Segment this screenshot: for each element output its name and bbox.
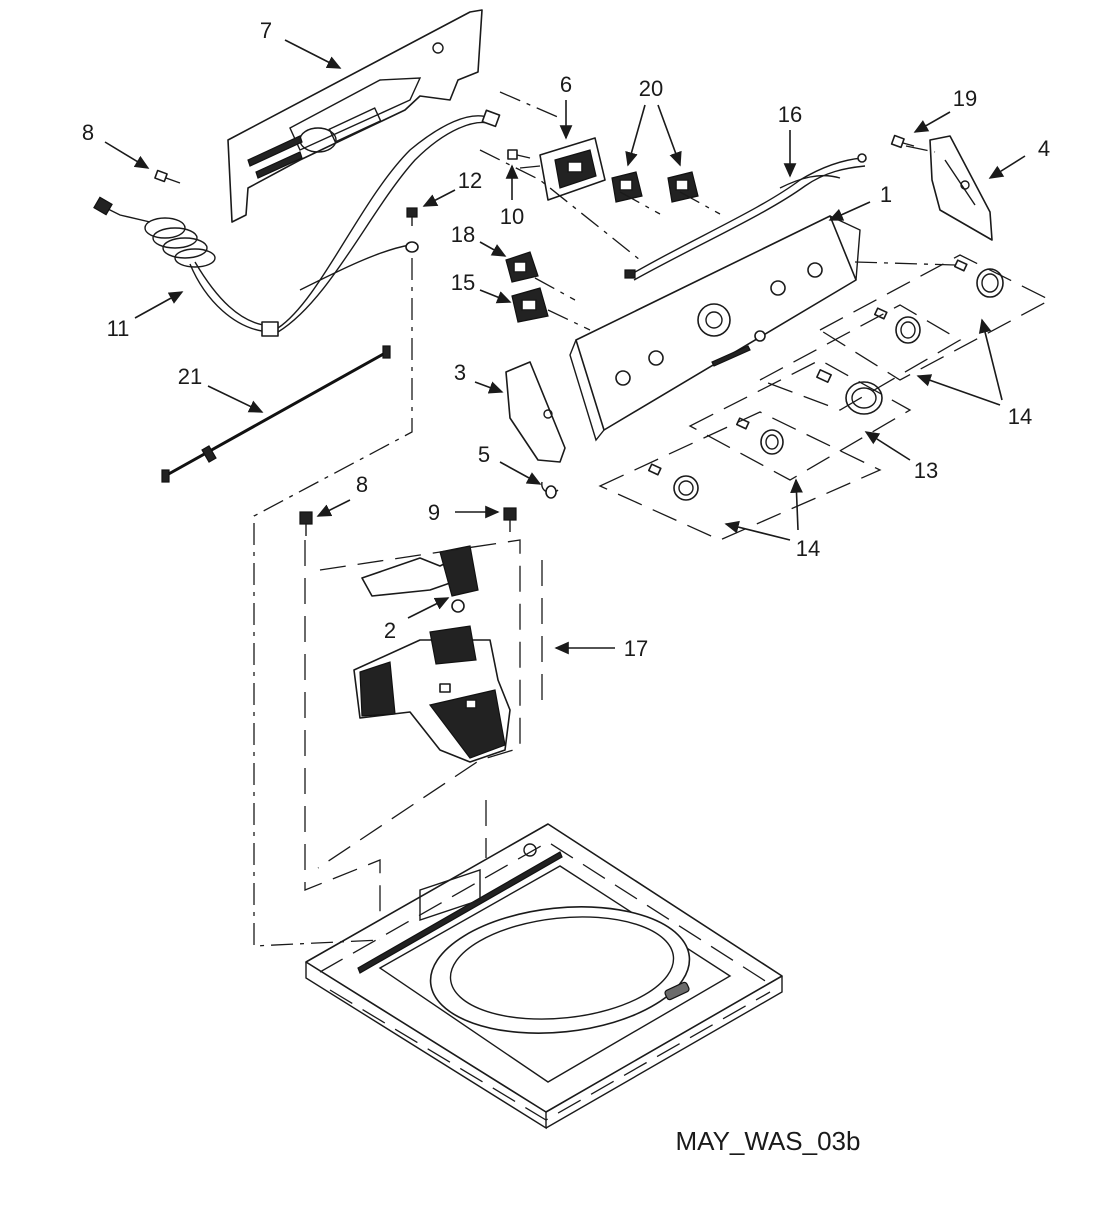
- drawing-code: MAY_WAS_03b: [676, 1126, 861, 1156]
- callout-20: 20: [639, 76, 663, 101]
- leader-arrows: [104, 39, 1026, 655]
- callout-labels: 7 6 20 16 19 4 8 12 10 1 18 15 11 21 3 5…: [82, 18, 1050, 661]
- part-20-switch-left[interactable]: [611, 171, 643, 203]
- part-17-water-valve-assembly[interactable]: [353, 545, 511, 763]
- part-4-end-cap[interactable]: [929, 135, 993, 241]
- callout-4: 4: [1038, 136, 1050, 161]
- callout-9: 9: [428, 500, 440, 525]
- callout-18: 18: [451, 222, 475, 247]
- callout-6: 6: [560, 72, 572, 97]
- part-20-switch-right[interactable]: [667, 171, 699, 203]
- part-10-screw[interactable]: [507, 149, 531, 160]
- callout-13: 13: [914, 458, 938, 483]
- callout-11: 11: [107, 316, 130, 341]
- part-15-switch[interactable]: [511, 287, 549, 323]
- part-8-screw-lower[interactable]: [299, 511, 313, 536]
- callout-2: 2: [384, 618, 396, 643]
- callout-10: 10: [500, 204, 524, 229]
- callout-14-upper: 14: [1008, 404, 1032, 429]
- part-18-switch[interactable]: [505, 251, 539, 283]
- callout-8-upper: 8: [82, 120, 94, 145]
- valve-group-outline: [304, 539, 543, 960]
- part-7-rear-panel[interactable]: [227, 9, 483, 223]
- cabinet-top-frame[interactable]: [305, 823, 783, 1130]
- callout-21: 21: [178, 364, 202, 389]
- callout-12: 12: [458, 168, 482, 193]
- knob-group-outlines: [598, 254, 1052, 541]
- part-12-screw[interactable]: [405, 207, 419, 253]
- callout-3: 3: [454, 360, 466, 385]
- callout-1: 1: [880, 182, 892, 207]
- part-16-wire-harness[interactable]: [624, 153, 867, 281]
- callout-7: 7: [260, 18, 272, 43]
- part-13-knob[interactable]: [816, 369, 883, 415]
- callout-14-lower: 14: [796, 536, 820, 561]
- callout-5: 5: [478, 442, 490, 467]
- part-14-knob-b[interactable]: [873, 307, 921, 344]
- part-11-power-cord[interactable]: [93, 109, 501, 337]
- part-8-screw-upper[interactable]: [154, 169, 181, 184]
- callout-19: 19: [953, 86, 977, 111]
- part-5-clip[interactable]: [541, 481, 559, 499]
- part-19-screw[interactable]: [890, 134, 915, 149]
- part-9-screw[interactable]: [503, 507, 517, 532]
- part-1-console[interactable]: [569, 215, 861, 442]
- part-3-end-cap[interactable]: [505, 361, 566, 463]
- callout-17: 17: [624, 636, 648, 661]
- callout-8-lower: 8: [356, 472, 368, 497]
- part-14-knob-c[interactable]: [735, 417, 784, 455]
- part-14-knob-a[interactable]: [953, 259, 1004, 298]
- part-21-rod[interactable]: [161, 345, 391, 483]
- callout-16: 16: [778, 102, 802, 127]
- part-14-knob-d[interactable]: [647, 463, 699, 501]
- alignment-lines: [253, 91, 956, 947]
- callout-15: 15: [451, 270, 475, 295]
- part-6-control-board[interactable]: [539, 137, 606, 201]
